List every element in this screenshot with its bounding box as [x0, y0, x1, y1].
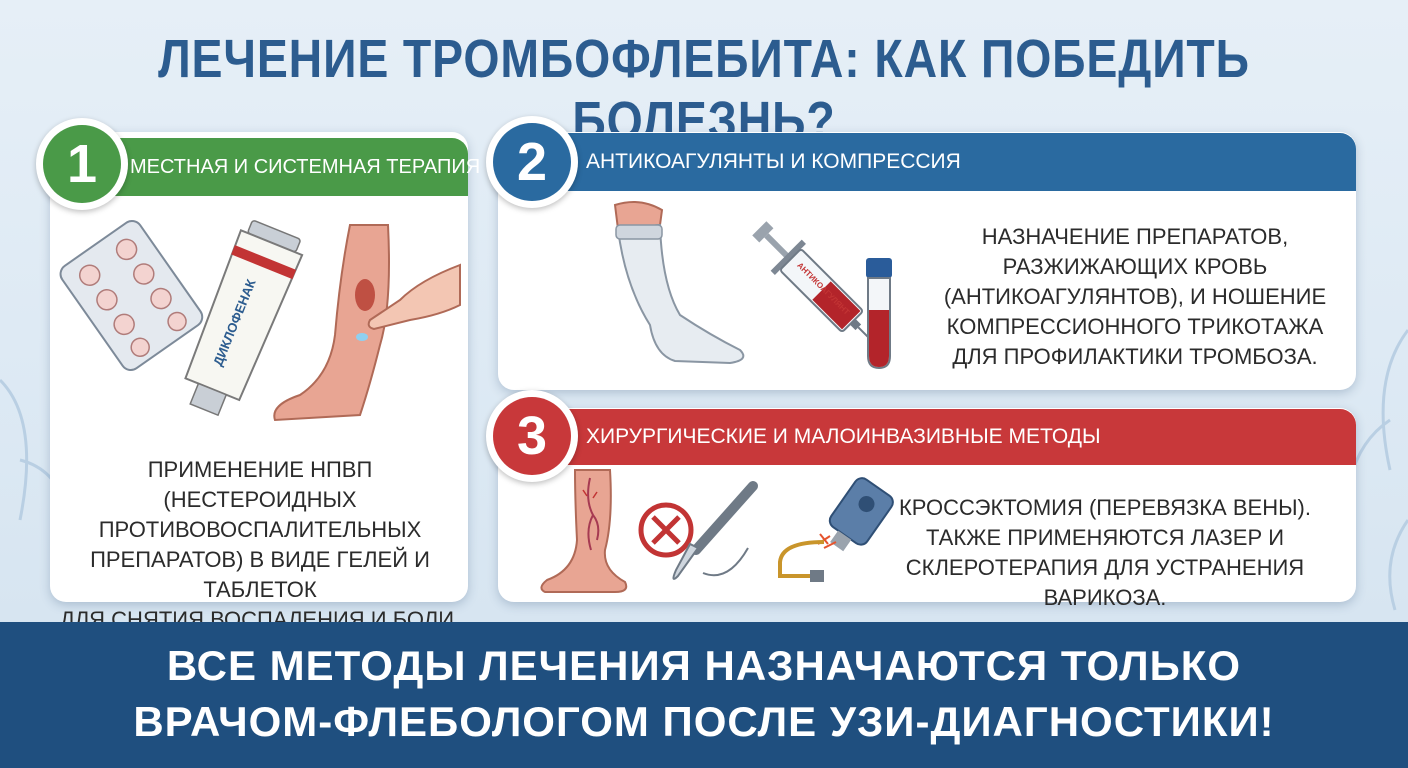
leg-veins-icon	[540, 469, 628, 593]
section-3-banner: ХИРУРГИЧЕСКИЕ И МАЛОИНВАЗИВНЫЕ МЕТОДЫ	[540, 409, 1356, 465]
footer-banner: ВСЕ МЕТОДЫ ЛЕЧЕНИЯ НАЗНАЧАЮТСЯ ТОЛЬКО ВР…	[0, 622, 1408, 768]
section-3-line-1: КРОССЭКТОМИЯ (ПЕРЕВЯЗКА ВЕНЫ).	[898, 495, 1311, 520]
section-1-banner: МЕСТНАЯ И СИСТЕМНАЯ ТЕРАПИЯ	[80, 138, 480, 196]
section-2-description: НАЗНАЧЕНИЕ ПРЕПАРАТОВ, РАЗЖИЖАЮЩИХ КРОВЬ…	[930, 222, 1340, 372]
section-1-line-1: ПРИМЕНЕНИЕ НПВП (НЕСТЕРОИДНЫХ	[147, 457, 373, 512]
ointment-tube-icon: ДИКЛОФЕНАК	[184, 220, 304, 417]
section-2-line-2: РАЗЖИЖАЮЩИХ КРОВЬ	[1002, 254, 1268, 279]
section-2-number: 2	[493, 123, 571, 201]
section-2-number-badge: 2	[486, 116, 578, 208]
section-1-number: 1	[43, 125, 121, 203]
laser-device-icon	[778, 477, 894, 582]
section-2-line-4: КОМПРЕССИОННОГО ТРИКОТАЖА	[946, 314, 1324, 339]
section-1-number-badge: 1	[36, 118, 128, 210]
section-1-description: ПРИМЕНЕНИЕ НПВП (НЕСТЕРОИДНЫХ ПРОТИВОВОС…	[52, 455, 468, 635]
section-2-banner: АНТИКОАГУЛЯНТЫ И КОМПРЕССИЯ	[540, 133, 1356, 191]
section-3-number-badge: 3	[486, 390, 578, 482]
section-1-heading: МЕСТНАЯ И СИСТЕМНАЯ ТЕРАПИЯ	[130, 155, 481, 178]
compression-stocking-icon	[613, 200, 745, 365]
section-2-line-1: НАЗНАЧЕНИЕ ПРЕПАРАТОВ,	[981, 224, 1289, 249]
footer-line-1: ВСЕ МЕТОДЫ ЛЕЧЕНИЯ НАЗНАЧАЮТСЯ ТОЛЬКО	[166, 642, 1242, 689]
pill-blister-icon	[59, 219, 204, 371]
scalpel-icon	[672, 481, 758, 580]
section-3-number: 3	[493, 397, 571, 475]
section-1-line-3: ПРЕПАРАТОВ) В ВИДЕ ГЕЛЕЙ И ТАБЛЕТОК	[90, 547, 430, 602]
section-2-line-3: (АНТИКОАГУЛЯНТОВ), И НОШЕНИЕ	[943, 284, 1327, 309]
section-1-card	[50, 132, 468, 602]
section-2-heading: АНТИКОАГУЛЯНТЫ И КОМПРЕССИЯ	[586, 150, 961, 173]
section-3-description: КРОССЭКТОМИЯ (ПЕРЕВЯЗКА ВЕНЫ). ТАКЖЕ ПРИ…	[850, 493, 1360, 613]
blood-tube-icon	[866, 258, 892, 370]
section-3-line-3: СКЛЕРОТЕРАПИЯ ДЛЯ УСТРАНЕНИЯ ВАРИКОЗА.	[905, 555, 1305, 610]
section-1-line-2: ПРОТИВОВОСПАЛИТЕЛЬНЫХ	[98, 517, 422, 542]
leg-application-icon	[273, 224, 461, 422]
section-3-heading: ХИРУРГИЧЕСКИЕ И МАЛОИНВАЗИВНЫЕ МЕТОДЫ	[586, 425, 1101, 448]
syringe-icon: АНТИКОАГУЛЯНТ	[752, 221, 885, 354]
section-2-line-5: ДЛЯ ПРОФИЛАКТИКИ ТРОМБОЗА.	[952, 344, 1318, 369]
no-symbol-icon	[638, 502, 694, 558]
section-3-line-2: ТАКЖЕ ПРИМЕНЯЮТСЯ ЛАЗЕР И	[925, 525, 1285, 550]
footer-line-2: ВРАЧОМ-ФЛЕБОЛОГОМ ПОСЛЕ УЗИ-ДИАГНОСТИКИ!	[133, 698, 1275, 745]
